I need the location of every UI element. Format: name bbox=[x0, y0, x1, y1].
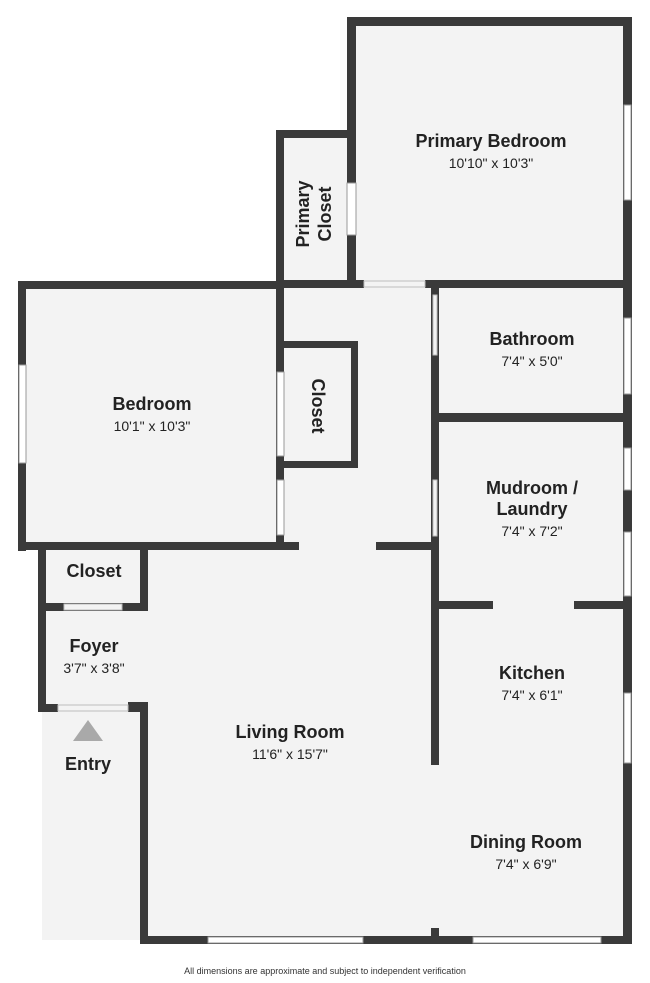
door-opening bbox=[63, 603, 123, 611]
door-opening bbox=[432, 479, 438, 537]
room-label-dining-room: Dining Room 7'4" x 6'9" bbox=[431, 832, 621, 873]
room-name: Bathroom bbox=[489, 329, 575, 349]
wall bbox=[140, 542, 148, 611]
room-name-line2: Laundry bbox=[496, 499, 568, 520]
window bbox=[346, 182, 357, 236]
room-name-line1: Primary bbox=[293, 180, 313, 248]
room-dimensions: 10'10" x 10'3" bbox=[448, 155, 534, 172]
wall bbox=[18, 281, 284, 289]
wall bbox=[276, 280, 364, 288]
window bbox=[623, 692, 632, 764]
room-name: Closet bbox=[66, 561, 122, 581]
room-label-hall-closet: Closet bbox=[304, 366, 328, 446]
wall bbox=[128, 702, 148, 712]
window bbox=[472, 936, 602, 944]
entry-arrow-icon bbox=[73, 720, 103, 741]
room-dimensions: 3'7" x 3'8" bbox=[63, 660, 125, 677]
entry-text: Entry bbox=[64, 754, 111, 774]
window bbox=[623, 531, 632, 597]
wall bbox=[376, 542, 439, 550]
room-name-line1: Mudroom / bbox=[486, 478, 578, 498]
room-name: Kitchen bbox=[498, 663, 565, 683]
windows bbox=[18, 104, 632, 944]
wall bbox=[276, 341, 358, 348]
room-name: Closet bbox=[308, 378, 328, 434]
room-name: Dining Room bbox=[470, 832, 582, 852]
entry-label: Entry bbox=[38, 754, 138, 775]
room-dimensions: 11'6" x 15'7" bbox=[252, 746, 328, 763]
wall bbox=[38, 704, 58, 712]
window bbox=[623, 317, 632, 395]
room-dimensions: 7'4" x 6'1" bbox=[501, 687, 563, 704]
room-label-primary-bedroom: Primary Bedroom 10'10" x 10'3" bbox=[381, 131, 601, 172]
room-label-primary-closet: Primary Closet bbox=[293, 166, 341, 262]
room-name: Bedroom bbox=[112, 394, 192, 414]
room-name-line2: Closet bbox=[314, 186, 335, 242]
door-opening bbox=[432, 294, 438, 356]
room-label-foyer: Foyer 3'7" x 3'8" bbox=[46, 636, 142, 677]
window bbox=[276, 479, 285, 536]
wall bbox=[347, 17, 356, 288]
wall bbox=[351, 341, 358, 467]
wall bbox=[276, 130, 284, 550]
door-opening bbox=[57, 704, 129, 712]
wall bbox=[276, 130, 356, 138]
room-label-foyer-closet: Closet bbox=[46, 561, 142, 582]
room-dimensions: 7'4" x 5'0" bbox=[501, 353, 563, 370]
room-dimensions: 7'4" x 7'2" bbox=[501, 523, 563, 540]
wall bbox=[431, 413, 632, 422]
disclaimer-footer: All dimensions are approximate and subje… bbox=[184, 966, 466, 976]
wall bbox=[574, 601, 632, 609]
door-openings bbox=[57, 280, 438, 712]
room-label-mudroom-laundry: Mudroom / Laundry 7'4" x 7'2" bbox=[441, 478, 623, 540]
room-label-living-room: Living Room 11'6" x 15'7" bbox=[180, 722, 400, 763]
room-label-bedroom: Bedroom 10'1" x 10'3" bbox=[52, 394, 252, 435]
window bbox=[623, 104, 632, 201]
wall bbox=[276, 461, 358, 468]
window bbox=[276, 371, 285, 457]
wall bbox=[431, 928, 439, 944]
door-opening bbox=[363, 280, 426, 288]
room-dimensions: 7'4" x 6'9" bbox=[495, 856, 557, 873]
room-name: Primary Bedroom bbox=[415, 131, 567, 151]
room-label-kitchen: Kitchen 7'4" x 6'1" bbox=[441, 663, 623, 704]
room-label-bathroom: Bathroom 7'4" x 5'0" bbox=[441, 329, 623, 370]
wall bbox=[140, 936, 632, 944]
wall bbox=[425, 280, 632, 288]
wall bbox=[38, 542, 46, 712]
room-name: Foyer bbox=[69, 636, 119, 656]
window bbox=[623, 447, 632, 491]
room-name: Living Room bbox=[235, 722, 345, 742]
room-dimensions: 10'1" x 10'3" bbox=[113, 418, 191, 435]
window bbox=[18, 364, 27, 464]
wall bbox=[431, 601, 493, 609]
wall bbox=[18, 542, 299, 550]
window bbox=[207, 936, 364, 944]
wall bbox=[140, 702, 148, 944]
wall bbox=[347, 17, 632, 26]
